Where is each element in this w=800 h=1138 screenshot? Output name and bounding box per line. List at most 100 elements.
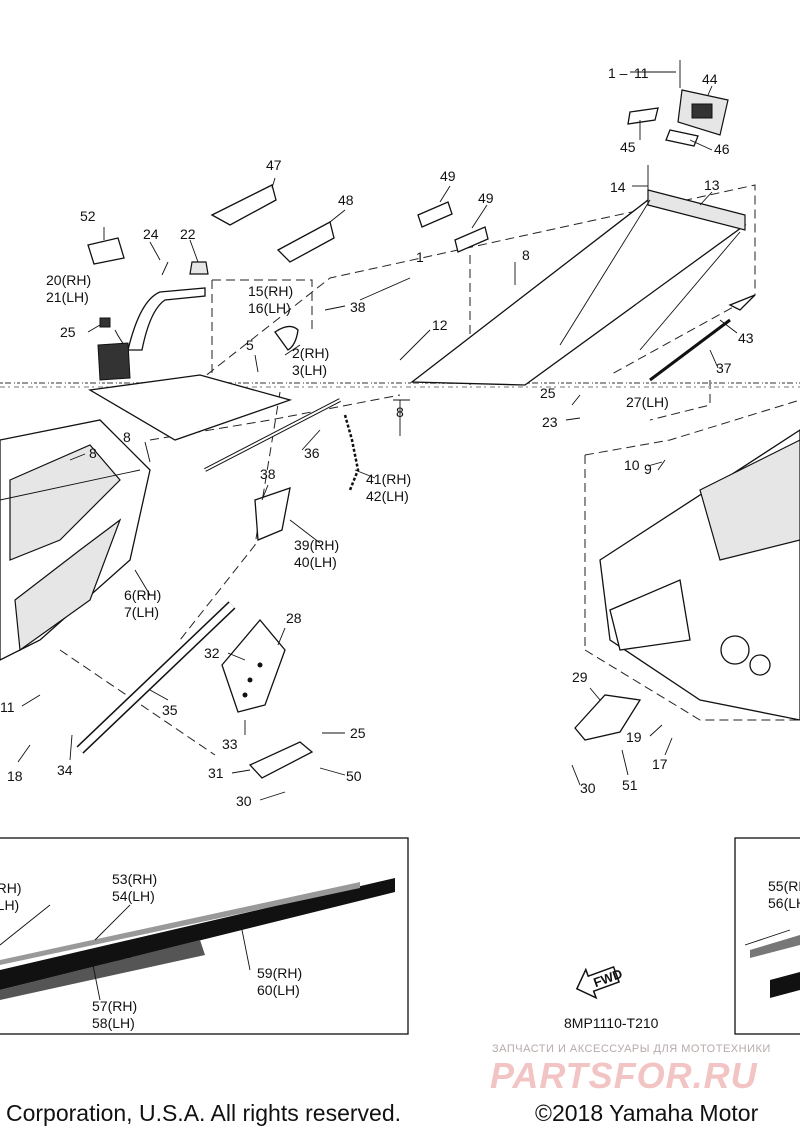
part-32 [221, 618, 286, 713]
label-10: 10 [624, 457, 640, 473]
label-44: 44 [702, 71, 718, 87]
label-49b: 49 [478, 190, 494, 206]
part-31 [248, 741, 314, 779]
label-39: 39(RH) [294, 537, 339, 553]
tunnel-plate [410, 189, 747, 386]
label-41: 41(RH) [366, 471, 411, 487]
label-31: 31 [208, 765, 224, 781]
decal-panel-right [734, 837, 800, 1035]
label-30b: 30 [580, 780, 596, 796]
label-36: 36 [304, 445, 320, 461]
part-41-42 [343, 414, 360, 491]
label-38b: 38 [260, 466, 276, 482]
label-32: 32 [204, 645, 220, 661]
label-3: 3(LH) [292, 362, 327, 378]
label-15: 15(RH) [248, 283, 293, 299]
part-48 [276, 221, 335, 263]
watermark-logo: PARTSFOR.RU [490, 1055, 758, 1096]
label-50: 50 [346, 768, 362, 784]
label-53: 53(RH) [112, 871, 157, 887]
label-40: 40(LH) [294, 554, 337, 570]
label-12: 12 [432, 317, 448, 333]
label-49a: 49 [440, 168, 456, 184]
label-8d: 8 [89, 445, 97, 461]
label-46: 46 [714, 141, 730, 157]
part-43 [728, 294, 756, 311]
part-20-21 [127, 287, 206, 351]
label-21: 21(LH) [46, 289, 89, 305]
label-45: 45 [620, 139, 636, 155]
label-29: 29 [572, 669, 588, 685]
label-42: 42(LH) [366, 488, 409, 504]
part-15-16 [274, 325, 299, 351]
label-60: 60(LH) [257, 982, 300, 998]
label-8b: 8 [396, 404, 404, 420]
label-9: 9 [644, 461, 652, 477]
label-7: 7(LH) [124, 604, 159, 620]
part-47 [210, 184, 277, 226]
decal-stripes-right [750, 935, 800, 998]
label-52: 52 [80, 208, 96, 224]
label-14: 14 [610, 179, 626, 195]
decal-stripes-left: SIDEWINDER [0, 878, 395, 1000]
label-35: 35 [162, 702, 178, 718]
label-5: 5 [246, 337, 254, 353]
label-34: 34 [57, 762, 73, 778]
part-39-40 [254, 487, 291, 541]
label-33: 33 [222, 736, 238, 752]
label-57: 57(RH) [92, 998, 137, 1014]
left-frame [0, 419, 151, 661]
cut-band [0, 382, 800, 388]
part-labels: 1 – 11 44 45 46 47 48 49 49 14 13 52 24 … [0, 65, 800, 1031]
label-54: 54(LH) [112, 888, 155, 904]
label-55: 55(RH) [768, 878, 800, 894]
label-25c: 25 [350, 725, 366, 741]
label-56: 56(LH) [768, 895, 800, 911]
label-18: 18 [7, 768, 23, 784]
leader-lines [0, 60, 791, 1001]
copyright-right: ©2018 Yamaha Motor [535, 1100, 759, 1126]
part-44 [677, 89, 729, 136]
label-11: 11 [634, 65, 649, 81]
label-23: 23 [542, 414, 558, 430]
part-45 [627, 107, 659, 125]
label-25b: 25 [540, 385, 556, 401]
label-19: 19 [626, 729, 642, 745]
label-lh-left: (LH) [0, 897, 19, 913]
decal-panel-left [0, 837, 409, 1035]
part-46 [665, 129, 699, 147]
right-frame [599, 429, 800, 721]
label-17: 17 [652, 756, 668, 772]
label-47: 47 [266, 157, 282, 173]
label-1: 1 [416, 249, 424, 265]
fwd-arrow-icon: FWD [575, 966, 624, 1000]
label-11b: 11 [0, 699, 15, 715]
label-58: 58(LH) [92, 1015, 135, 1031]
part-29 [574, 694, 642, 741]
part-25a [99, 317, 111, 328]
copyright-left: Corporation, U.S.A. All rights reserved. [6, 1100, 401, 1126]
label-16: 16(LH) [248, 300, 291, 316]
label-2: 2(RH) [292, 345, 329, 361]
part-49b [454, 226, 489, 253]
label-48: 48 [338, 192, 354, 208]
label-59: 59(RH) [257, 965, 302, 981]
label-43: 43 [738, 330, 754, 346]
label-8c: 8 [123, 429, 131, 445]
label-27: 27(LH) [626, 394, 669, 410]
label-25a: 25 [60, 324, 76, 340]
label-51: 51 [622, 777, 638, 793]
running-board-upper [88, 374, 293, 441]
label-37: 37 [716, 360, 732, 376]
part-49a [417, 201, 453, 228]
label-rh-left: (RH) [0, 880, 22, 896]
label-13: 13 [704, 177, 720, 193]
label-22: 22 [180, 226, 196, 242]
part-22 [189, 261, 209, 275]
label-24: 24 [143, 226, 159, 242]
figure-code: 8MP1110-T210 [564, 1015, 659, 1031]
group-outlines [59, 184, 800, 756]
label-20: 20(RH) [46, 272, 91, 288]
label-28: 28 [286, 610, 302, 626]
